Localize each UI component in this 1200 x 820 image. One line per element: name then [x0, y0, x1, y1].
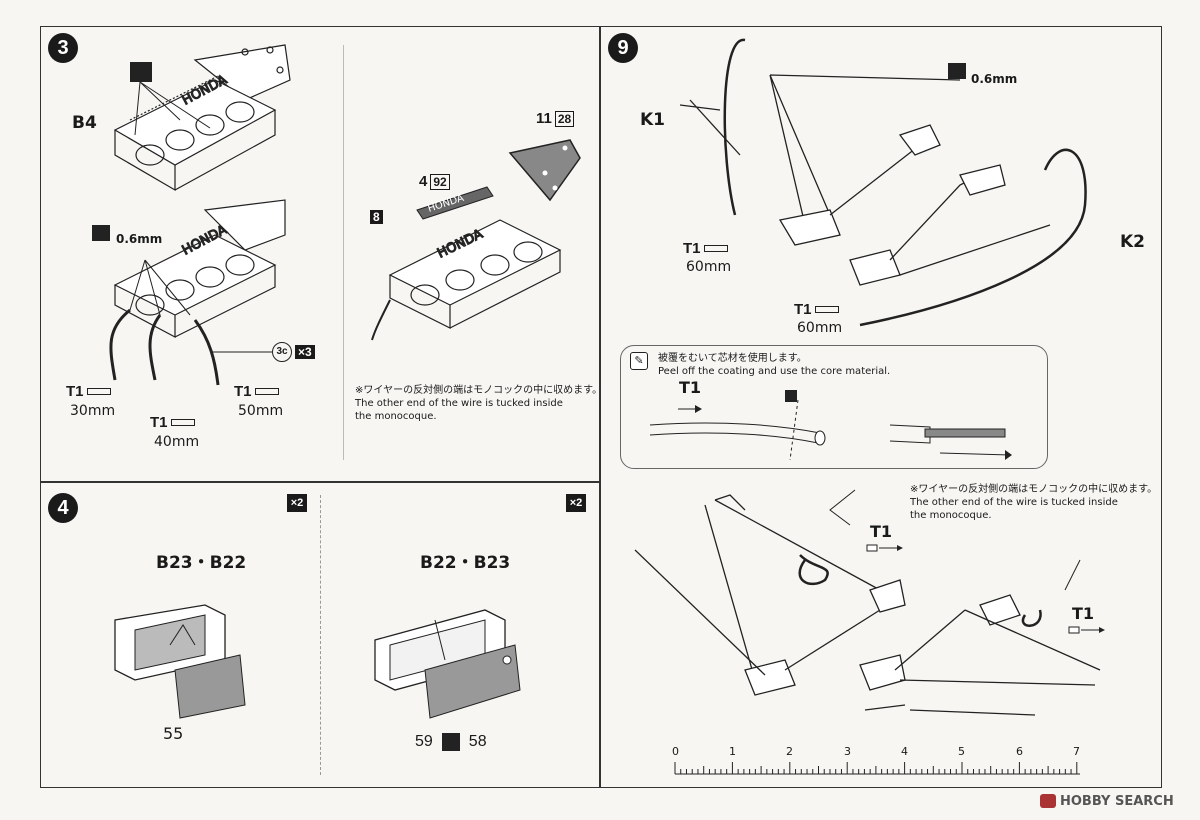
- t1-40-tag: T1: [150, 414, 195, 431]
- t1-d-arrow: [1068, 626, 1105, 634]
- watermark-logo-icon: [1040, 794, 1056, 808]
- step3-note-en2: the monocoque.: [355, 411, 437, 422]
- callout-jp: 被覆をむいて芯材を使用します。: [658, 353, 807, 364]
- scale-bar: [674, 762, 1080, 775]
- step3-number: 3: [48, 33, 78, 63]
- step9-panel: [600, 26, 1162, 788]
- t1-30-length: 30mm: [70, 403, 116, 419]
- drill-icon-step9: [948, 63, 966, 79]
- peel-callout: [620, 345, 1048, 469]
- leader-lines-top: [134, 81, 211, 136]
- t1-d-label: T1: [1072, 604, 1095, 623]
- t1-40-label: T1: [150, 414, 168, 431]
- scale-5: 5: [958, 745, 965, 758]
- leader-3c: [210, 351, 272, 353]
- label-b4: B4: [72, 113, 97, 133]
- decal-icon-top: [130, 62, 152, 82]
- t1-60-a-length: 60mm: [686, 259, 732, 275]
- scale-6: 6: [1016, 745, 1023, 758]
- depth-label-mid: 0.6mm: [116, 232, 163, 246]
- part-28-label: 28: [554, 110, 575, 127]
- part-59-label: 59: [415, 733, 433, 750]
- label-k2: K2: [1120, 232, 1146, 252]
- step9-note-en1: The other end of the wire is tucked insi…: [910, 497, 1118, 508]
- suspension-top: [679, 38, 1087, 327]
- t1-50-label: T1: [234, 383, 252, 400]
- step9-note: ※ワイヤーの反対側の端はモノコックの中に収めます。 The other end …: [910, 483, 1157, 522]
- part-11-label: 11: [536, 110, 552, 127]
- ref-3c: 3c ×3: [272, 342, 315, 362]
- plate-part-28: [508, 139, 581, 202]
- t1-30-tag: T1: [66, 383, 111, 400]
- engine-drawing-right: HONDA: [371, 219, 562, 341]
- part-92-label: 92: [430, 173, 450, 190]
- t1-50-tag: T1: [234, 383, 279, 400]
- part-55: 55: [163, 724, 184, 743]
- t1-60-b-length: 60mm: [797, 320, 843, 336]
- scale-1: 1: [729, 745, 736, 758]
- scale-3: 3: [844, 745, 851, 758]
- t1-40-length: 40mm: [154, 434, 200, 450]
- t1-30-label: T1: [66, 383, 84, 400]
- t1-60-b-icon: [814, 306, 839, 313]
- callout-text: 被覆をむいて芯材を使用します。 Peel off the coating and…: [658, 352, 890, 378]
- t1-40-icon: [170, 419, 195, 426]
- step3-divider: [343, 45, 344, 460]
- ref-3c-label: 3c: [272, 342, 292, 362]
- drill-icon-mid: [92, 225, 110, 241]
- watermark-text: HOBBY SEARCH: [1060, 794, 1174, 809]
- peel-diagram: [649, 390, 1012, 461]
- step3-note-jp: ※ワイヤーの反対側の端はモノコックの中に収めます。: [355, 385, 603, 396]
- ref-x3-label: ×3: [295, 345, 315, 359]
- honda-plate: HONDA: [416, 186, 494, 220]
- scale-2: 2: [786, 745, 793, 758]
- part-11-28: 11 28: [536, 110, 575, 127]
- part-8-label: 8: [370, 210, 383, 224]
- part-59-58: 59 58: [415, 733, 487, 751]
- step4-right-title: B22・B23: [420, 553, 511, 573]
- t1-60-a-tag: T1: [683, 240, 728, 257]
- scale-4: 4: [901, 745, 908, 758]
- step3-panel: [40, 26, 600, 482]
- label-k1: K1: [640, 110, 666, 130]
- t1-60-a-label: T1: [683, 240, 701, 257]
- step3-note-en1: The other end of the wire is tucked insi…: [355, 398, 563, 409]
- callout-t1: T1: [679, 378, 702, 397]
- step4-number: 4: [48, 493, 78, 523]
- step4-right-x2: ×2: [566, 494, 586, 512]
- step9-note-jp: ※ワイヤーの反対側の端はモノコックの中に収めます。: [910, 484, 1158, 495]
- callout-en: Peel off the coating and use the core ma…: [658, 366, 891, 377]
- suspension-bottom: [634, 489, 1101, 716]
- step4-left-x2: ×2: [287, 494, 307, 512]
- step4-divider: [320, 495, 321, 775]
- engine-drawing-top: HONDA: [113, 44, 291, 192]
- t1-60-b-label: T1: [794, 301, 812, 318]
- step9-number: 9: [608, 33, 638, 63]
- t1-50-icon: [254, 388, 279, 395]
- t1-60-b-tag: T1: [794, 301, 839, 318]
- scale-0: 0: [672, 745, 679, 758]
- radiator-left: [114, 604, 246, 719]
- join-icon: [441, 733, 460, 751]
- step4-left-title: B23・B22: [156, 553, 247, 573]
- part-4-label: 4: [419, 173, 428, 190]
- step9-note-en2: the monocoque.: [910, 510, 992, 521]
- t1-c-arrow: [866, 544, 903, 552]
- step3-note: ※ワイヤーの反対側の端はモノコックの中に収めます。 The other end …: [355, 384, 602, 423]
- depth-label-step9: 0.6mm: [971, 72, 1018, 86]
- t1-c-label: T1: [870, 522, 893, 541]
- wire-drawing-step3: [109, 259, 220, 386]
- t1-60-a-icon: [703, 245, 728, 252]
- t1-50-length: 50mm: [238, 403, 284, 419]
- scale-7: 7: [1073, 745, 1080, 758]
- t1-30-icon: [86, 388, 111, 395]
- part-8: 8: [370, 210, 383, 224]
- part-58-label: 58: [468, 733, 487, 750]
- step4-panel: [40, 482, 600, 788]
- pencil-icon: ✎: [630, 352, 648, 370]
- part-4-92: 4 92: [419, 173, 450, 190]
- radiator-right: [374, 609, 521, 719]
